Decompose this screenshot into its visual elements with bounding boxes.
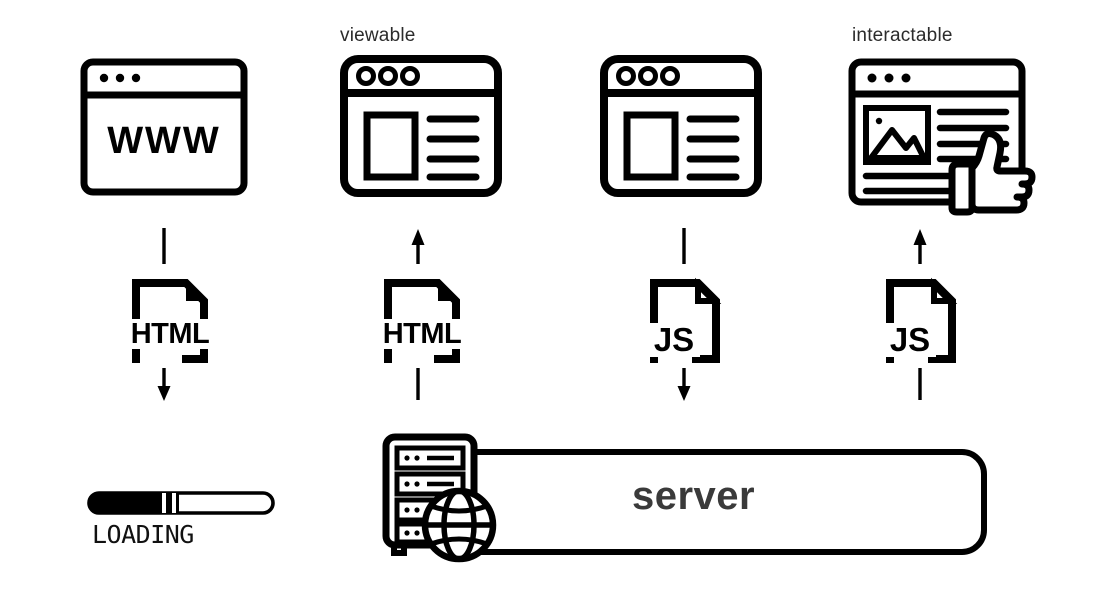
browser-window-interactable[interactable] — [848, 58, 1038, 216]
browser-dot-icon — [356, 66, 376, 86]
connector-col3-bottom-arrow — [672, 368, 696, 402]
thumbs-up-icon — [948, 130, 1036, 216]
file-icon-js-1[interactable]: JS — [640, 275, 726, 363]
column-label-interactable: interactable — [852, 25, 953, 46]
file-label-html: HTML — [383, 318, 462, 350]
connector-col1-bottom-arrow — [152, 368, 176, 402]
server-rack-slot — [394, 471, 466, 497]
browser-dot-icon — [99, 73, 109, 83]
loading-label: LOADING — [92, 520, 194, 549]
file-icon-html-2[interactable]: HTML — [376, 275, 468, 363]
www-text: WWW — [107, 120, 221, 162]
browser-dot-icon — [901, 73, 911, 83]
connector-col4-top-arrow — [908, 228, 932, 266]
file-label-js: JS — [890, 321, 930, 358]
browser-dot-icon — [616, 66, 636, 86]
globe-icon — [421, 487, 497, 563]
file-icon-html-1[interactable]: HTML — [124, 275, 216, 363]
browser-dot-icon — [131, 73, 141, 83]
content-block — [623, 111, 679, 181]
connector-col1-top — [152, 228, 176, 268]
browser-dot-icon — [115, 73, 125, 83]
image-placeholder-icon — [863, 105, 931, 165]
connector-col4-bottom — [908, 368, 932, 402]
file-label-html: HTML — [131, 318, 210, 350]
file-icon-js-2[interactable]: JS — [876, 275, 962, 363]
server-label: server — [632, 474, 756, 518]
loading-bar — [86, 490, 276, 516]
browser-dot-icon — [660, 66, 680, 86]
browser-window-viewable[interactable] — [340, 55, 502, 197]
browser-dot-icon — [638, 66, 658, 86]
browser-dot-icon — [867, 73, 877, 83]
browser-window-www[interactable]: WWW — [80, 58, 248, 196]
connector-col2-bottom — [406, 368, 430, 402]
browser-dot-icon — [884, 73, 894, 83]
browser-dot-icon — [378, 66, 398, 86]
content-block — [363, 111, 419, 181]
column-label-viewable: viewable — [340, 25, 416, 46]
server-tower-icon — [380, 432, 512, 563]
browser-window-plain[interactable] — [600, 55, 762, 197]
browser-dot-icon — [400, 66, 420, 86]
connector-col3-top — [672, 228, 696, 268]
file-label-js: JS — [654, 321, 694, 358]
server-rack-slot — [394, 445, 466, 471]
connector-col2-top-arrow — [406, 228, 430, 266]
